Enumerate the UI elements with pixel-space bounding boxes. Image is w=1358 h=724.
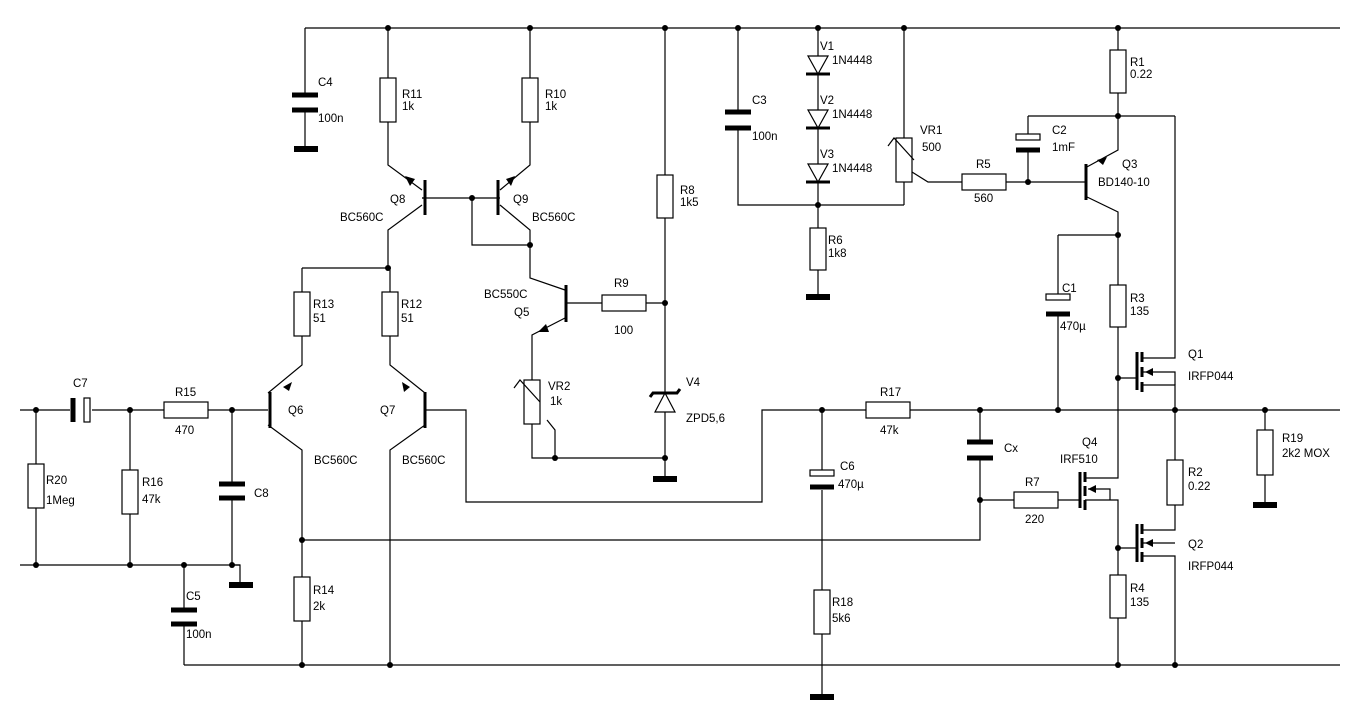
label-r9-ref: R9 [614,278,629,290]
label-c4-value: 100n [318,113,344,125]
label-q9-ref: Q9 [513,194,528,206]
label-r18-ref: R18 [832,597,853,609]
label-r2-ref: R2 [1188,467,1203,479]
label-r3-ref: R3 [1130,293,1145,305]
label-c5-value: 100n [186,629,212,641]
label-q4-ref: Q4 [1082,437,1098,449]
label-c5-ref: C5 [186,591,201,603]
label-r16-value: 47k [142,494,161,506]
label-v2-ref: V2 [820,95,834,107]
label-q3-ref: Q3 [1122,159,1137,171]
label-r3-value: 135 [1130,306,1149,318]
label-c4-ref: C4 [318,77,333,89]
label-r12-value: 51 [401,313,414,325]
label-r20-value: 1Meg [46,495,75,507]
label-q2-value: IRFP044 [1188,561,1234,573]
label-q7-ref: Q7 [380,405,395,417]
label-r17-value: 47k [880,425,899,437]
label-q6-value: BC560C [314,455,357,467]
label-r13-value: 51 [313,313,326,325]
label-c2-value: 1mF [1052,142,1075,154]
label-r8-value: 1k5 [680,197,699,209]
label-vr1-value: 500 [922,142,941,154]
label-r5-ref: R5 [976,159,991,171]
label-r20-ref: R20 [46,475,67,487]
label-c1-value: 470µ [1060,321,1086,333]
label-r15-value: 470 [175,425,194,437]
label-c3-ref: C3 [752,95,767,107]
label-c1-ref: C1 [1062,283,1077,295]
label-q1-value: IRFP044 [1188,371,1234,383]
potentiometers [513,137,915,425]
label-q8-value: BC560C [340,212,383,224]
label-c2-ref: C2 [1052,125,1067,137]
label-r18-value: 5k6 [832,613,851,625]
label-vr2-ref: VR2 [548,381,570,393]
diodes [648,55,830,413]
label-r10-ref: R10 [545,89,566,101]
label-r13-ref: R13 [313,299,334,311]
label-c6-value: 470µ [838,479,864,491]
label-q3-value: BD140-10 [1098,177,1150,189]
label-r7-value: 220 [1025,514,1044,526]
label-r16-ref: R16 [142,477,163,489]
label-v1-ref: V1 [820,41,834,53]
label-r4-value: 135 [1130,597,1149,609]
ground-symbols [229,146,1277,700]
label-v1-value: 1N4448 [832,55,872,67]
label-r2-value: 0.22 [1188,481,1210,493]
label-r1-ref: R1 [1130,57,1145,69]
label-q4-value: IRF510 [1060,454,1098,466]
label-v2-value: 1N4448 [832,109,872,121]
label-vr1-ref: VR1 [920,125,942,137]
label-r6-value: 1k8 [828,248,847,260]
label-q2-ref: Q2 [1188,539,1203,551]
label-c7-ref: C7 [73,378,88,390]
label-r1-value: 0.22 [1130,69,1152,81]
label-r6-ref: R6 [828,235,843,247]
label-cx-ref: Cx [1004,443,1018,455]
resistors [27,49,1274,635]
label-r19-ref: R19 [1282,433,1303,445]
label-c8-ref: C8 [254,488,269,500]
label-r17-ref: R17 [880,387,901,399]
label-r10-value: 1k [545,101,557,113]
label-c3-value: 100n [752,131,778,143]
label-q5-ref: Q5 [514,307,529,319]
label-r8-ref: R8 [680,185,695,197]
label-q6-ref: Q6 [288,405,303,417]
label-r19-value: 2k2 MOX [1282,448,1330,460]
label-q5-value: BC550C [484,289,527,301]
label-r5-value: 560 [974,193,993,205]
label-q9-value: BC560C [532,212,575,224]
label-r12-ref: R12 [401,299,422,311]
mosfets [1078,352,1153,562]
label-r7-ref: R7 [1025,477,1040,489]
label-r15-ref: R15 [175,387,196,399]
label-r9-value: 100 [614,325,633,337]
label-v4-ref: V4 [686,377,701,389]
label-r11-ref: R11 [402,89,422,101]
label-q8-ref: Q8 [390,194,405,206]
label-r14-ref: R14 [313,585,335,597]
label-r11-value: 1k [402,101,414,113]
capacitors [70,92,1071,627]
junctions [33,25,1268,668]
label-vr2-value: 1k [550,396,562,408]
label-q7-value: BC560C [402,455,445,467]
labels: C4 100n R11 1k R10 1k R8 1k5 C3 100n V1 … [46,41,1330,641]
label-v4-value: ZPD5,6 [686,413,725,425]
label-r4-ref: R4 [1130,583,1145,595]
transistors [268,157,1107,428]
label-v3-ref: V3 [820,149,834,161]
label-q1-ref: Q1 [1188,349,1203,361]
label-r14-value: 2k [313,601,325,613]
label-c6-ref: C6 [840,461,855,473]
label-v3-value: 1N4448 [832,163,872,175]
